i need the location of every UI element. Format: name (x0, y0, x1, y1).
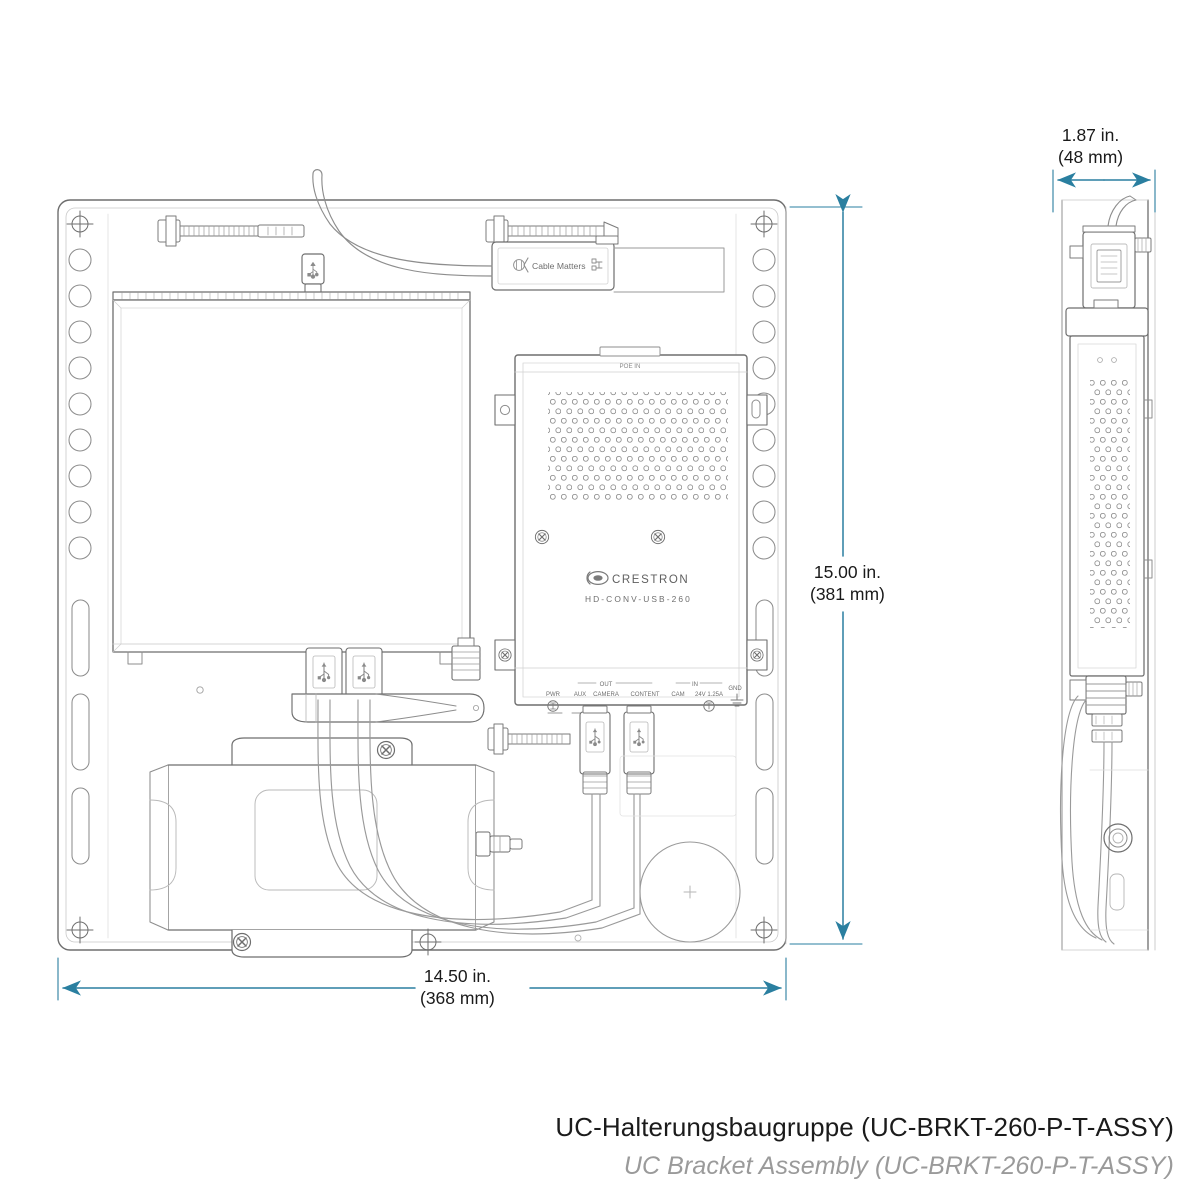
side-connector-stack (1069, 675, 1143, 743)
dimension-height (789, 194, 863, 945)
adapter-brand-label: Cable Matters (532, 261, 586, 271)
side-converter-profile (1069, 335, 1153, 677)
dimension-width-inches: 14.50 in. (423, 966, 491, 986)
routed-usb-cables (317, 699, 641, 935)
port-label-aux: AUX (574, 692, 586, 698)
side-view-assembly (1060, 195, 1156, 951)
dimension-height-mm: (381 mm) (810, 583, 885, 604)
cable-tie-middle (487, 723, 571, 755)
port-label-cam: CAM (671, 692, 684, 698)
cable-tie-top-left (157, 215, 305, 247)
crestron-converter: POE IN (494, 346, 768, 714)
barrel-connector (475, 831, 523, 857)
dimension-label-height: 15.00 in. (381 mm) (810, 562, 885, 605)
dimension-depth-inches: 1.87 in. (1061, 125, 1120, 145)
port-label-content: CONTENT (631, 692, 660, 698)
side-grommet (1103, 823, 1133, 853)
dimension-label-width: 14.50 in. (368 mm) (420, 966, 495, 1009)
port-label-power-in: 24V 1.25A (695, 692, 723, 698)
dimension-label-depth: 1.87 in. (48 mm) (1058, 125, 1123, 168)
side-upper-block (1065, 299, 1149, 337)
crestron-logo (586, 570, 609, 585)
dimension-height-inches: 15.00 in. (813, 562, 881, 582)
port-label-camera: CAMERA (593, 692, 619, 698)
dimension-depth-mm: (48 mm) (1058, 146, 1124, 167)
lower-mounting-bracket (149, 737, 523, 958)
dimension-width (57, 957, 787, 1001)
side-cable-matters-adapter (1069, 195, 1152, 309)
coiled-cable-loop (639, 841, 741, 943)
left-device-body (112, 291, 471, 694)
cable-matters-adapter: Cable Matters (491, 235, 725, 293)
usb-plug-content (623, 705, 655, 795)
mounting-hole-column-right (752, 248, 776, 560)
port-group-out: OUT (600, 682, 613, 688)
dimension-width-mm: (368 mm) (420, 987, 495, 1008)
usb-plug-camera (579, 705, 611, 795)
mounting-slot-column-right (755, 599, 774, 865)
converter-model-label: HD-CONV-USB-260 (585, 594, 692, 604)
mounting-slot-column-left (71, 599, 90, 865)
converter-top-label: POE IN (620, 363, 641, 370)
antenna (291, 693, 485, 723)
side-cable-loops (1060, 695, 1115, 945)
converter-brand-label: CRESTRON (612, 574, 689, 586)
caption-german: UC-Halterungsbaugruppe (UC-BRKT-260-P-T-… (555, 1112, 1174, 1142)
port-label-pwr: PWR (546, 692, 561, 698)
mounting-hole-column-left (68, 248, 92, 560)
left-device-io (291, 637, 485, 723)
caption-english: UC Bracket Assembly (UC-BRKT-260-P-T-ASS… (623, 1152, 1174, 1180)
port-group-in: IN (692, 682, 698, 688)
port-label-gnd: GND (728, 686, 742, 692)
dimension-depth (1052, 169, 1156, 213)
coax-connector (451, 637, 481, 681)
